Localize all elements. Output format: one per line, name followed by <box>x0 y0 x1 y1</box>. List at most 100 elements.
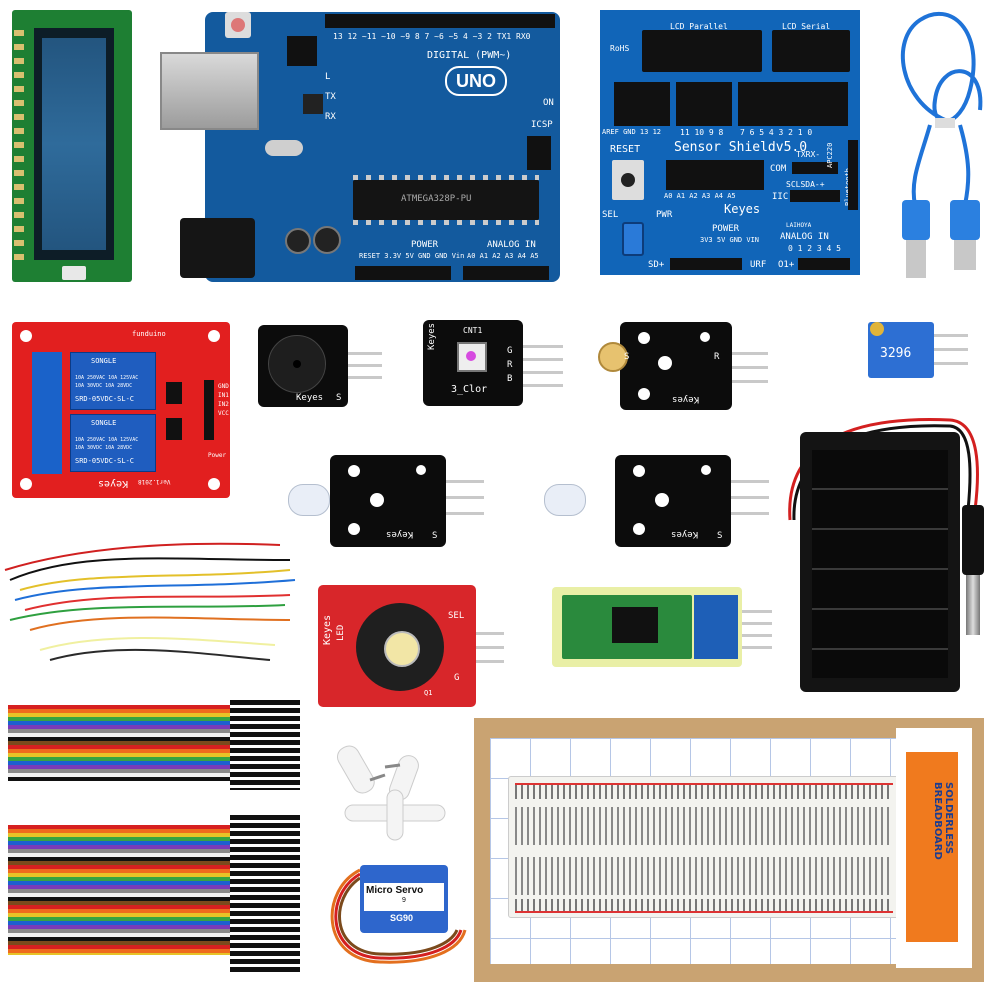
power-rail-bottom <box>515 899 893 913</box>
ribbon-connectors-1 <box>230 700 300 790</box>
analog-header-shield <box>666 160 764 190</box>
atmega-chip: ATMEGA328P-PU <box>353 175 539 225</box>
sel-switch <box>622 222 644 256</box>
terminal-strip-bottom <box>515 857 893 895</box>
ir2-brand: Keyes <box>671 529 699 539</box>
bluetooth-module <box>552 587 742 667</box>
jumper-wires-bundle <box>4 542 296 661</box>
led-g: G <box>454 673 460 683</box>
uno-logo: UNO <box>445 66 507 96</box>
power-pins-label: 3V3 5V GND VIN <box>700 236 760 244</box>
buzzer-brand: Keyes <box>296 393 324 403</box>
ldr-s: S <box>624 352 630 362</box>
reset-button <box>225 12 251 38</box>
ribbon-connectors-2 <box>230 815 300 975</box>
ir-module-1: Keyes S <box>330 455 446 547</box>
buzzer-module: Keyes S <box>258 325 348 407</box>
optocoupler-1 <box>166 382 182 404</box>
optocoupler-2 <box>166 418 182 440</box>
io-header-mid <box>676 82 732 126</box>
ir1-brand: Keyes <box>386 529 414 539</box>
analog-in-label: ANALOG IN <box>780 232 829 242</box>
servo-wires <box>330 868 467 964</box>
aux-header <box>287 36 317 66</box>
power-label-shield: POWER <box>712 224 740 234</box>
l-label: L <box>325 72 331 82</box>
photoresistor <box>598 342 628 372</box>
shield-reset-button <box>612 160 644 200</box>
rgb-cnt: CNT1 <box>463 326 483 335</box>
micro-servo: Micro Servo 9 SG90 <box>360 865 448 933</box>
ldr-brand: Keyes <box>672 394 700 404</box>
buzzer <box>268 335 326 393</box>
relay-power-label: Power <box>208 452 227 459</box>
iic-header <box>790 190 840 202</box>
dc-power-jack <box>180 218 255 278</box>
io-header-left <box>614 82 670 126</box>
lcd-serial-label: LCD Serial <box>782 22 831 31</box>
breadboard <box>508 776 900 918</box>
relay-brand-label: Keyes <box>98 478 129 489</box>
apc220-label: APC220 <box>826 142 834 168</box>
urf-header <box>798 258 850 270</box>
on-label: ON <box>543 98 554 108</box>
bt-chip <box>612 607 658 643</box>
o1-label: O1+ <box>778 260 795 270</box>
dc-barrel-tip <box>966 575 980 635</box>
ir-led-2 <box>544 484 586 516</box>
lcd-parallel-label: LCD Parallel <box>670 22 728 31</box>
analog-header <box>463 266 549 280</box>
shield-title: Sensor Shieldv5.0 <box>674 140 808 155</box>
lcd-screen <box>34 28 114 260</box>
lcd-1602-module <box>12 10 132 282</box>
io-pins-mid: 11 10 9 8 <box>680 128 724 137</box>
relay-ver-label: Ver1.2018 <box>138 478 171 485</box>
pot-code: 3296 <box>880 346 912 361</box>
battery-holder <box>800 432 960 692</box>
battery-slots <box>812 450 948 678</box>
brand-label: Keyes <box>724 202 761 216</box>
relay-1-rating1: 10A 250VAC 10A 125VAC <box>75 375 139 381</box>
digital-label: DIGITAL (PWM~) <box>427 50 512 61</box>
digital-header <box>325 14 555 28</box>
ir2-s: S <box>717 531 723 541</box>
relay-2-model: SRD-05VDC-SL-C <box>75 457 135 465</box>
rx-label: RX <box>325 112 336 122</box>
capacitor-2 <box>313 226 341 254</box>
led-q1: Q1 <box>424 689 433 697</box>
relay-module: funduino SONGLE 10A 250VAC 10A 125VAC 10… <box>12 322 230 498</box>
relay-2-maker: SONGLE <box>91 419 117 427</box>
relay-1-model: SRD-05VDC-SL-C <box>75 395 135 403</box>
chip-label: ATMEGA328P-PU <box>401 194 472 204</box>
smd-chip <box>303 94 323 114</box>
com-header <box>792 162 838 174</box>
maker-label: LAIHOYA <box>786 222 812 229</box>
analog-label: ANALOG IN <box>487 240 536 250</box>
servo-label-sticker <box>364 883 444 911</box>
relay-2-rating2: 10A 30VDC 10A 28VDC <box>75 445 133 451</box>
buzzer-s: S <box>336 393 342 403</box>
power-pin-labels: RESET 3.3V 5V GND GND Vin <box>359 252 465 260</box>
ir1-s: S <box>432 531 438 541</box>
terminal-strip-top <box>515 807 893 845</box>
relay-1-rating2: 10A 30VDC 10A 28VDC <box>75 383 133 389</box>
power-header <box>355 266 451 280</box>
orange-label: SOLDERLESS BREADBOARD <box>906 752 958 942</box>
rgb-g: G <box>507 346 513 356</box>
icsp-label: ICSP <box>531 120 553 130</box>
icsp-header <box>527 136 551 170</box>
star-led-base <box>356 603 444 691</box>
digital-pin-labels: 13 12 ~11 ~10 ~9 8 7 ~6 ~5 4 ~3 2 TX1 RX… <box>333 32 531 41</box>
sensor-shield-board: LCD Parallel LCD Serial RoHS AREF GND 13… <box>600 10 860 275</box>
reset-label: RESET <box>610 144 641 155</box>
txrx-label: TXRX- <box>796 150 821 159</box>
sd-label: SD+ <box>648 260 665 270</box>
servo-horns <box>337 745 446 841</box>
relay-pins-label: GND IN1 IN2 VCC <box>218 383 229 417</box>
lcd-parallel-header <box>642 30 762 72</box>
led-label: LED <box>336 624 346 641</box>
relay-2: SONGLE 10A 250VAC 10A 125VAC 10A 30VDC 1… <box>70 414 156 472</box>
terminal-block <box>32 352 62 474</box>
led-brand: Keyes <box>322 614 333 645</box>
pot-adjust-screw <box>870 322 884 336</box>
